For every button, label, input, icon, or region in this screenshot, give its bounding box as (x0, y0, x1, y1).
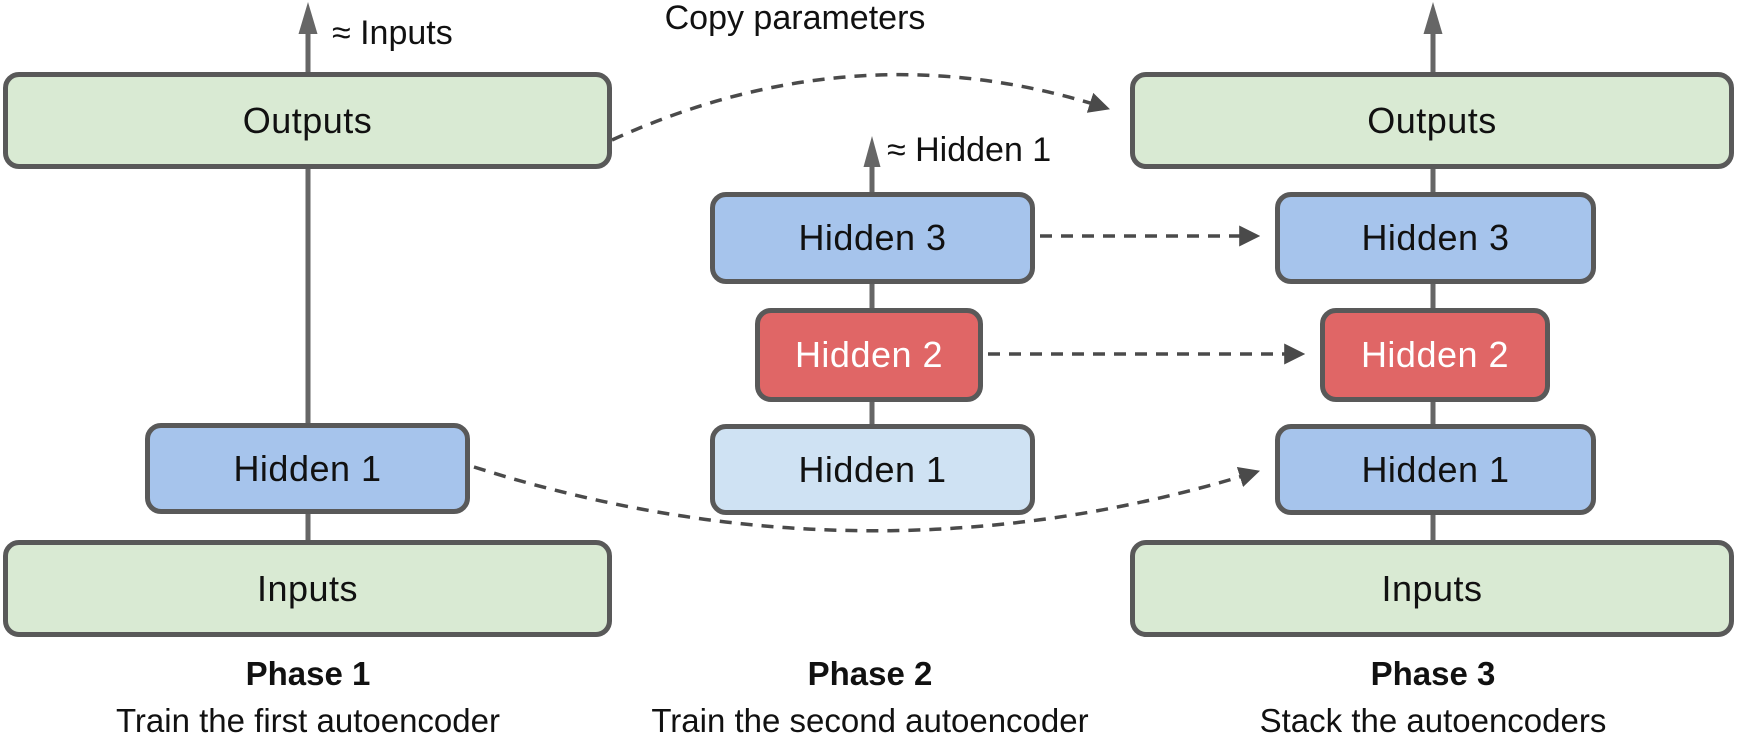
phase2-caption: Train the second autoencoder (651, 702, 1089, 739)
phase2-hidden1-box: Hidden 1 (710, 424, 1035, 515)
phase2-title: Phase 2 (807, 655, 933, 692)
phase1-hidden1-box: Hidden 1 (145, 423, 470, 514)
copy-parameters-label: Copy parameters (664, 0, 926, 37)
phase1-title: Phase 1 (245, 655, 371, 692)
phase2-up-arrowhead-icon (863, 136, 881, 167)
phase1-outputs-box: Outputs (3, 72, 612, 169)
phase3-inputs-box: Inputs (1130, 540, 1734, 637)
phase3-outputs-box: Outputs (1130, 72, 1734, 169)
phase3-hidden1-box: Hidden 1 (1275, 424, 1596, 515)
phase2-hidden2-box: Hidden 2 (755, 308, 983, 402)
phase3-hidden3-box: Hidden 3 (1275, 192, 1596, 284)
approx-hidden1-label: ≈ Hidden 1 (887, 131, 1052, 169)
phase3-title: Phase 3 (1370, 655, 1496, 692)
copy-parameters-outputs-arrow (611, 72, 1110, 142)
copy-parameters-hidden1-arrow (473, 465, 1261, 533)
phase1-up-arrowhead-icon (298, 2, 318, 34)
phase1-caption: Train the first autoencoder (116, 702, 500, 739)
phase1-inputs-box: Inputs (3, 540, 612, 637)
phase3-hidden2-box: Hidden 2 (1320, 308, 1550, 402)
phase3-caption: Stack the autoencoders (1259, 702, 1607, 739)
phase3-up-arrowhead-icon (1423, 2, 1443, 34)
approx-inputs-label: ≈ Inputs (332, 14, 453, 52)
phase2-hidden3-box: Hidden 3 (710, 192, 1035, 284)
